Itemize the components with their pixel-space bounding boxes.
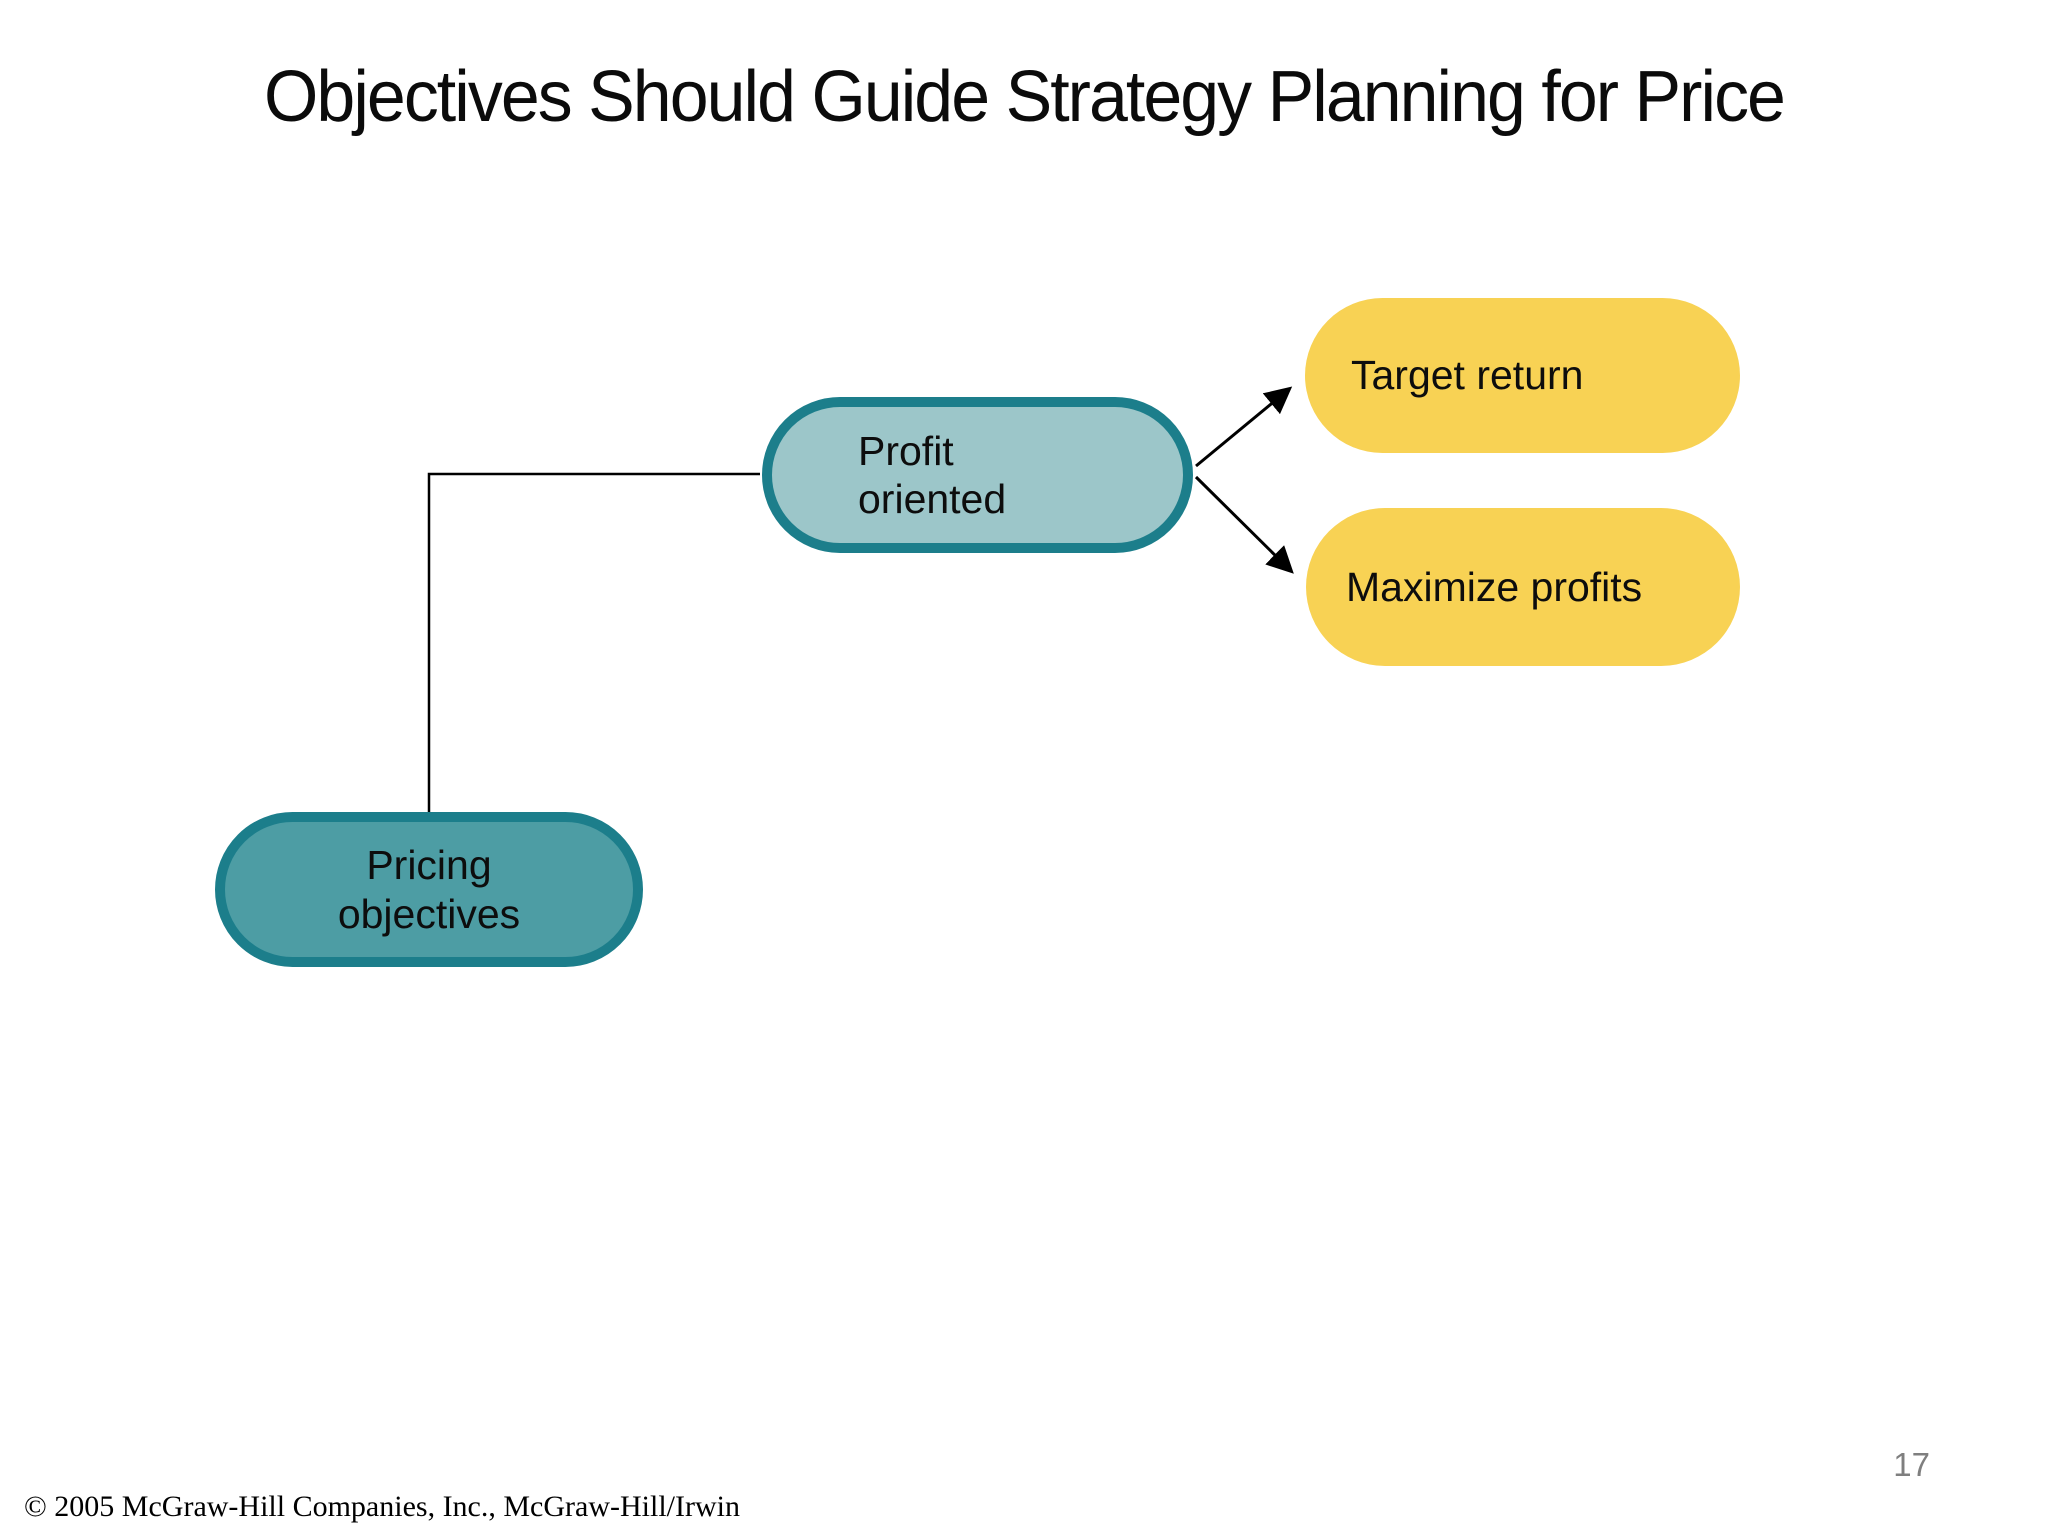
- connector-profit-to-target-return-arrow: [1195, 386, 1293, 468]
- node-profit-oriented-label: Profit oriented: [858, 427, 1007, 522]
- node-pricing-objectives: Pricing objectives: [215, 812, 643, 967]
- connector-profit-to-maximize-profits-arrow: [1194, 475, 1294, 574]
- node-target-return-label: Target return: [1351, 352, 1584, 399]
- node-maximize-profits: Maximize profits: [1306, 508, 1740, 666]
- connector-pricing-to-profit: [427, 472, 760, 813]
- node-profit-oriented: Profit oriented: [762, 397, 1193, 553]
- page-number: 17: [1893, 1446, 1930, 1483]
- page-title: Objectives Should Guide Strategy Plannin…: [264, 57, 1786, 137]
- node-maximize-profits-label: Maximize profits: [1346, 563, 1643, 610]
- node-pricing-objectives-label: Pricing objectives: [337, 842, 521, 937]
- node-target-return: Target return: [1305, 298, 1740, 453]
- copyright-notice: © 2005 McGraw-Hill Companies, Inc., McGr…: [24, 1490, 740, 1523]
